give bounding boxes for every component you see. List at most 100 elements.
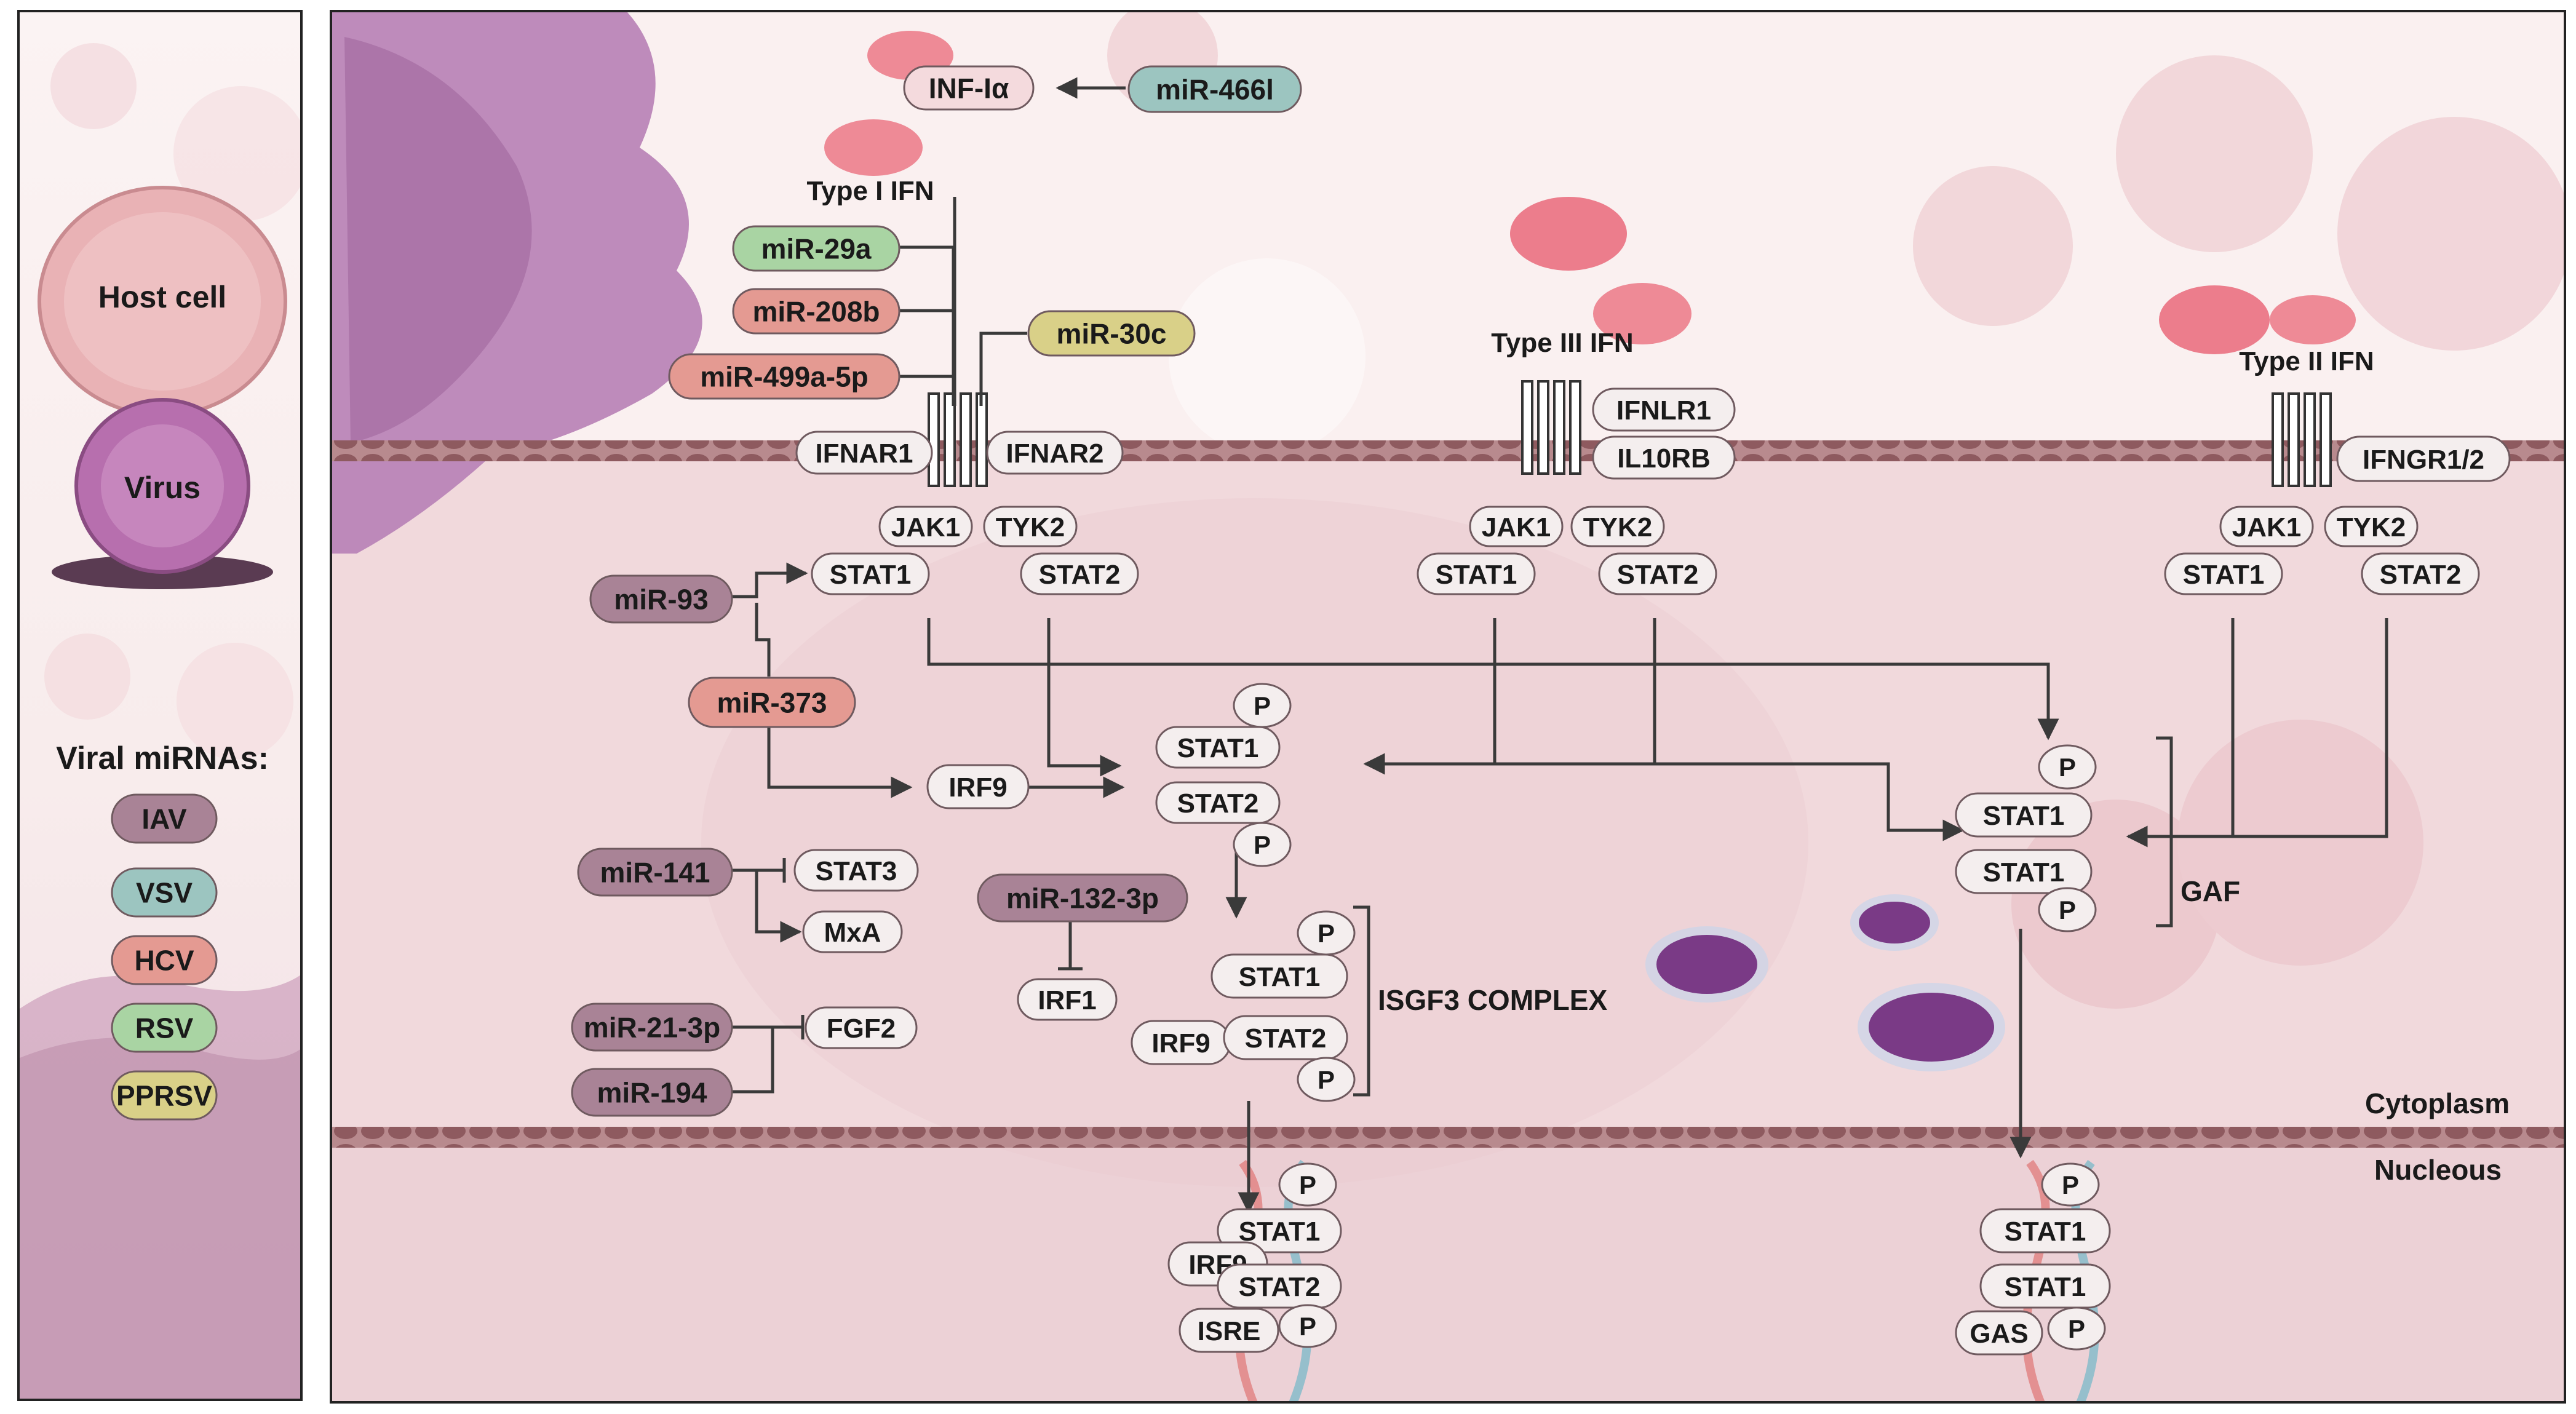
stat1-isgf3-text: STAT1 — [1239, 962, 1321, 992]
jak1-type1-shape — [878, 506, 973, 547]
p-isre-1: P — [1278, 1162, 1337, 1207]
jak1-type2: JAK1 — [2219, 506, 2314, 547]
jak1-type1: JAK1 — [878, 506, 973, 547]
p-int-2-text: P — [1254, 830, 1271, 859]
stat1-type2: STAT1 — [2164, 552, 2283, 595]
tyk2-type2-shape — [2324, 506, 2419, 547]
cytoplasm-label: Cytoplasm — [2365, 1087, 2510, 1119]
stat1-type3-text: STAT1 — [1436, 560, 1517, 590]
gaf-label: GAF — [2180, 875, 2240, 907]
irf1-shape — [1017, 978, 1118, 1021]
stat1-type1-text: STAT1 — [830, 560, 912, 590]
mxa-shape — [802, 910, 903, 953]
mir373: miR-373 — [688, 677, 856, 728]
mir373-text: miR-373 — [717, 687, 827, 719]
stat1-type2-text: STAT1 — [2183, 560, 2265, 590]
jak1-type1-text: JAK1 — [891, 512, 961, 542]
tyk2-type1: TYK2 — [983, 506, 1078, 547]
legend-hcv-text: HCV — [134, 945, 194, 977]
line-mir30c-to-receptor — [979, 332, 1027, 406]
type2-ifn-label: Type II IFN — [2239, 346, 2374, 376]
p-gaf-2-text: P — [2059, 896, 2076, 924]
mir30c: miR-30c — [1027, 310, 1196, 357]
stat1-gaf-2-shape — [1955, 849, 2093, 894]
infla-ligand: INF-Iα — [903, 65, 1035, 111]
stat2-type1-shape — [1020, 552, 1139, 595]
stat1-gaf-2: STAT1 — [1955, 849, 2093, 894]
inhibit-mir194-fgf2 — [732, 1027, 774, 1094]
legend-iav: IAV — [111, 793, 218, 844]
ifnlr1: IFNLR1 — [1592, 387, 1736, 432]
virus-label: Virus — [124, 471, 201, 505]
stat2-type3-text: STAT2 — [1617, 560, 1699, 590]
legend-vsv: VSV — [111, 867, 218, 918]
mir208b-text: miR-208b — [752, 296, 880, 328]
p-isre-1-shape — [1278, 1162, 1337, 1207]
stat2-type1: STAT2 — [1020, 552, 1139, 595]
stat2-type1-text: STAT2 — [1039, 560, 1121, 590]
stat2-isre: STAT2 — [1217, 1263, 1342, 1309]
mir208b: miR-208b — [732, 288, 900, 335]
p-isgf3-1: P — [1297, 910, 1356, 956]
stat1-gaf-1-text: STAT1 — [1983, 801, 2065, 831]
isgf3-bracket — [1353, 905, 1370, 1097]
bg-cell-blob — [50, 43, 137, 129]
gas-element-shape — [1955, 1310, 2043, 1356]
stat1-type1: STAT1 — [811, 552, 930, 595]
bg-cell-blob — [177, 643, 293, 760]
tyk2-type3: TYK2 — [1570, 506, 1665, 547]
stat1-isgf3-shape — [1210, 953, 1348, 999]
stat2-type2: STAT2 — [2361, 552, 2480, 595]
irf1-text: IRF1 — [1038, 985, 1096, 1015]
legend-pprsv-text: PPRSV — [116, 1080, 212, 1112]
p-isgf3-1-text: P — [1318, 919, 1335, 948]
stat1-gas-1-shape — [1979, 1208, 2111, 1253]
legend-rsv-shape — [111, 1003, 218, 1053]
stat1-gas-2-shape — [1979, 1263, 2111, 1309]
mir194-text: miR-194 — [597, 1077, 707, 1109]
arrow-mir141-to-mxa — [755, 870, 802, 943]
irf9-cyto-text: IRF9 — [948, 773, 1007, 803]
stat1-int-text: STAT1 — [1177, 733, 1259, 763]
ifnar1: IFNAR1 — [795, 431, 933, 475]
irf9-isgf3: IRF9 — [1131, 1020, 1231, 1065]
jak1-type2-shape — [2219, 506, 2314, 547]
p-gas-2-shape — [2047, 1306, 2106, 1351]
mir132-text: miR-132-3p — [1006, 883, 1159, 915]
macrophage-illustration — [332, 12, 702, 554]
isre-element-shape — [1179, 1308, 1279, 1353]
irf9-cyto-shape — [926, 764, 1030, 809]
p-isgf3-2-text: P — [1318, 1065, 1335, 1094]
legend-hcv: HCV — [111, 935, 218, 985]
stat1-gas-1-text: STAT1 — [2005, 1217, 2086, 1247]
mir21-shape — [571, 1003, 733, 1052]
ifngr-text: IFNGR1/2 — [2363, 445, 2484, 475]
p-isgf3-2-shape — [1297, 1057, 1356, 1102]
legend-vsv-shape — [111, 867, 218, 918]
stat1-gas-2: STAT1 — [1979, 1263, 2111, 1309]
p-isgf3-2: P — [1297, 1057, 1356, 1102]
ifnlr1-text: IFNLR1 — [1616, 395, 1711, 426]
mir499a-text: miR-499a-5p — [700, 361, 869, 393]
jak1-type2-text: JAK1 — [2232, 512, 2302, 542]
mir194: miR-194 — [571, 1068, 733, 1117]
mir132-shape — [977, 873, 1188, 923]
ifnar2: IFNAR2 — [986, 431, 1124, 475]
isre-element: ISRE — [1179, 1308, 1279, 1353]
mir30c-text: miR-30c — [1057, 318, 1167, 350]
stat1-int: STAT1 — [1155, 726, 1281, 769]
stat2-type3: STAT2 — [1598, 552, 1717, 595]
mir93-text: miR-93 — [614, 584, 708, 616]
stat3-text: STAT3 — [816, 856, 897, 886]
mir499a-shape — [668, 353, 900, 400]
mir141-text: miR-141 — [600, 857, 710, 889]
stat2-type3-shape — [1598, 552, 1717, 595]
infla-ligand-text: INF-Iα — [929, 73, 1009, 105]
type1-receptor-icon — [928, 392, 988, 487]
infla-ligand-shape — [903, 65, 1035, 111]
stat2-isre-text: STAT2 — [1239, 1272, 1321, 1302]
stat2-isgf3-shape — [1223, 1015, 1348, 1060]
stat2-type2-text: STAT2 — [2380, 560, 2462, 590]
